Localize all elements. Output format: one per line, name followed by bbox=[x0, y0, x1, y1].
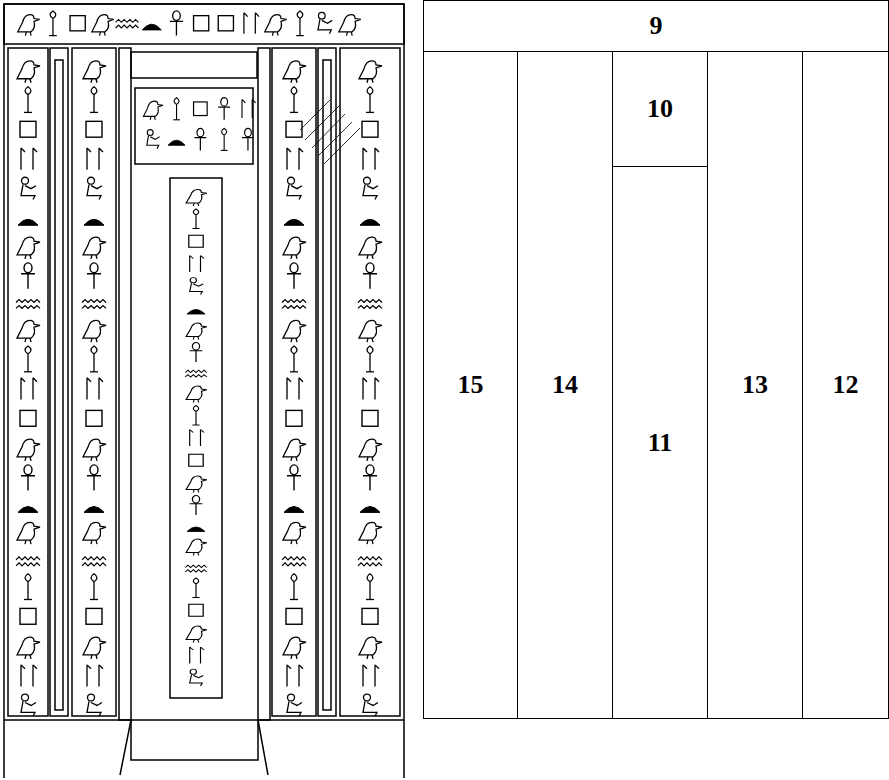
callout-number: 13 bbox=[742, 370, 768, 400]
callout-number: 10 bbox=[647, 94, 673, 124]
table-cell: 9 bbox=[423, 0, 889, 52]
table-cell: 13 bbox=[707, 51, 803, 719]
table-cell: 10 bbox=[612, 51, 708, 167]
table-cell: 14 bbox=[517, 51, 613, 719]
callout-number: 14 bbox=[552, 370, 578, 400]
callout-number: 11 bbox=[648, 428, 673, 458]
table-cell: 12 bbox=[802, 51, 889, 719]
table-cell: 15 bbox=[423, 51, 518, 719]
callout-number: 12 bbox=[833, 370, 859, 400]
callout-number: 9 bbox=[650, 11, 663, 41]
table-cell: 11 bbox=[612, 166, 708, 719]
callout-number: 15 bbox=[458, 370, 484, 400]
